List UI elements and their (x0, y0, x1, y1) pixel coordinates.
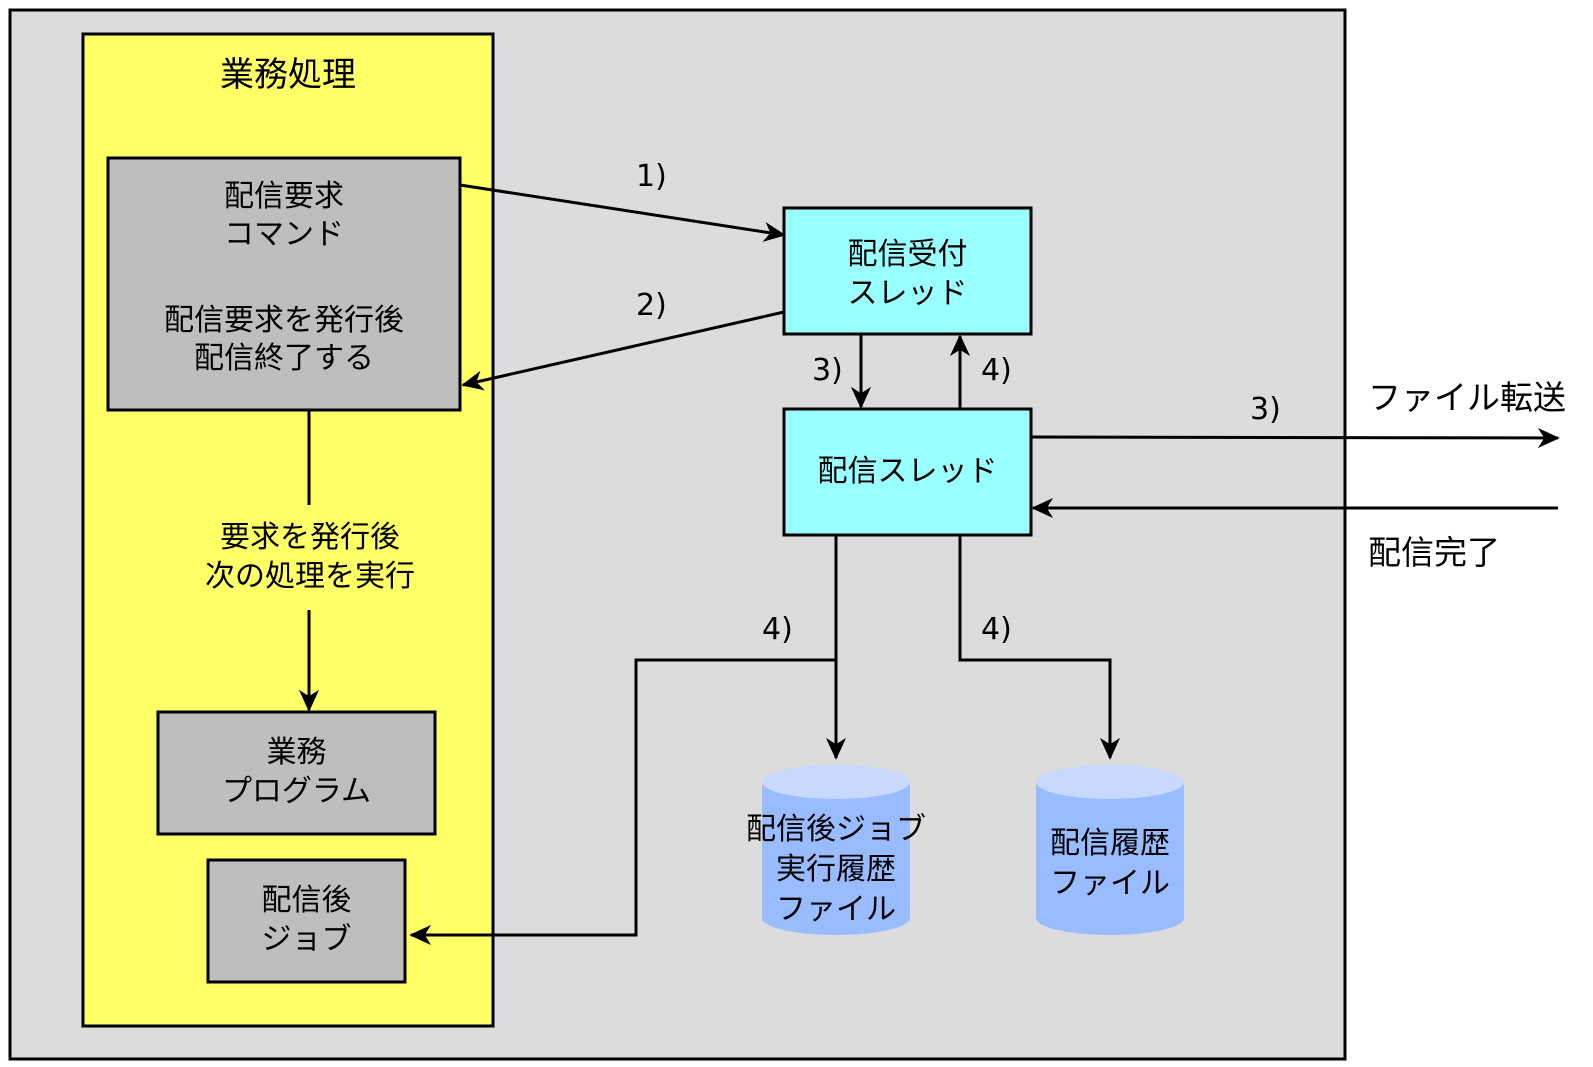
arrow-step1 (459, 183, 786, 242)
arrow-to-history (958, 535, 1121, 760)
accept-thread-box (782, 206, 1033, 336)
job-history-line1: 配信後ジョブ (746, 812, 926, 847)
post-job-line1: 配信後 (261, 883, 352, 918)
file-transfer-label: ファイル転送 (1368, 378, 1566, 417)
history-cylinder (1036, 765, 1184, 935)
job-history-line2: 実行履歴 (776, 852, 896, 887)
step-label-4a: 4) (981, 353, 1012, 388)
step-label-2: 2) (636, 288, 667, 323)
arrow-file-transfer (1030, 427, 1560, 449)
post-job-line2: ジョブ (261, 922, 352, 957)
post-job-box (206, 858, 407, 984)
request-command-line2: コマンド (224, 217, 344, 252)
job-history-cylinder (762, 765, 910, 935)
continue-note-line1: 要求を発行後 (220, 520, 400, 555)
delivery-thread-label: 配信スレッド (817, 454, 998, 489)
accept-thread-line1: 配信受付 (847, 237, 968, 272)
accept-thread-line2: スレッド (847, 276, 968, 311)
step-label-3b: 3) (1250, 392, 1281, 427)
history-line2: ファイル (1050, 866, 1170, 901)
business-program-line2: プログラム (221, 774, 372, 809)
step-label-1: 1) (636, 159, 667, 194)
business-program-box (156, 710, 437, 836)
arrow-step2 (461, 310, 785, 391)
request-command-line3: 配信要求を発行後 (164, 303, 404, 338)
step-label-3a: 3) (812, 353, 843, 388)
request-command-box (106, 156, 462, 412)
arrow-to-post-job (409, 658, 836, 946)
request-command-line4: 配信終了する (194, 341, 374, 376)
step-label-4b: 4) (762, 612, 793, 647)
history-line1: 配信履歴 (1050, 826, 1170, 861)
continue-note-line2: 次の処理を実行 (205, 559, 415, 594)
business-panel-title: 業務処理 (220, 55, 356, 95)
delivery-complete-label: 配信完了 (1368, 533, 1500, 572)
step-label-4c: 4) (981, 612, 1012, 647)
business-program-line1: 業務 (266, 735, 327, 770)
job-history-line3: ファイル (776, 892, 896, 927)
request-command-line1: 配信要求 (224, 179, 344, 214)
delivery-thread-box (782, 407, 1033, 537)
